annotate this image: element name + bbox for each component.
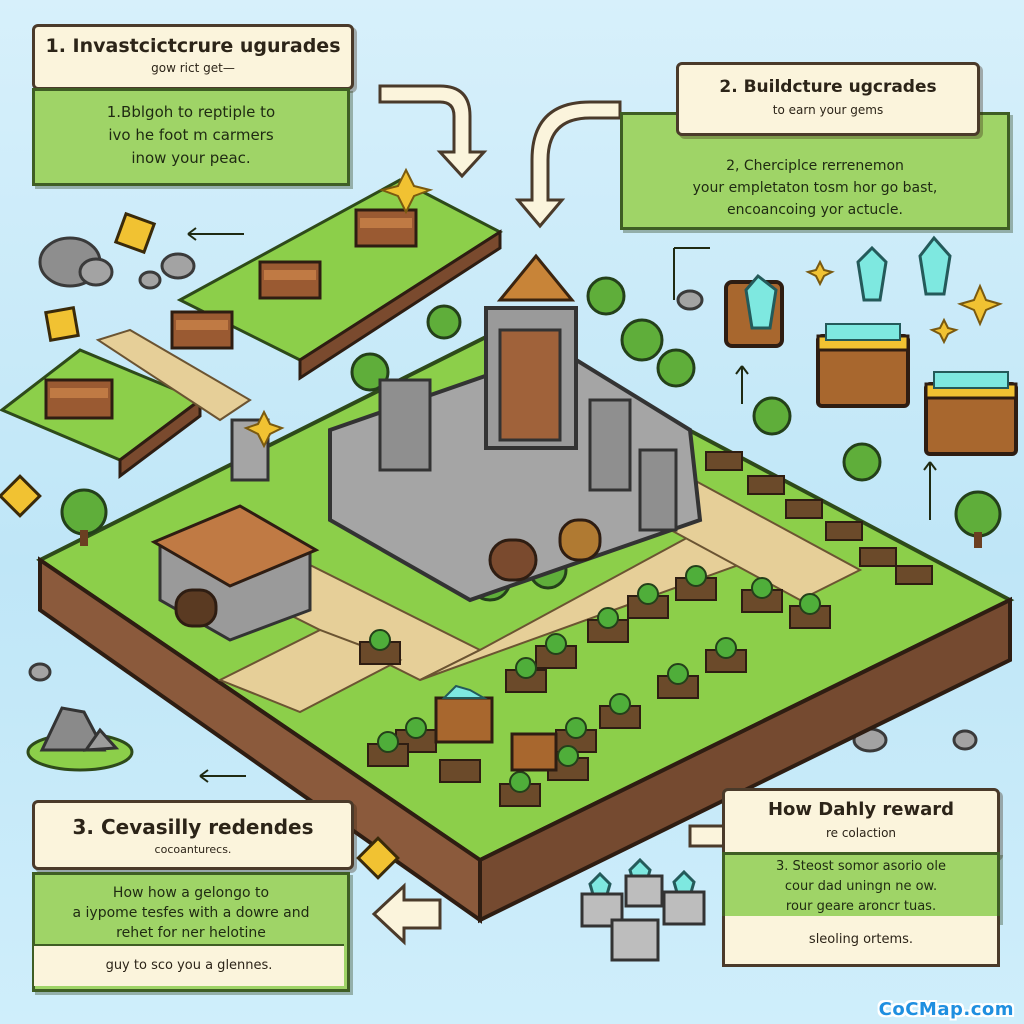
daily-reward-header: How Dahly reward re colaction bbox=[722, 788, 1000, 858]
step2-line: your empletaton tosm hor go bast, bbox=[692, 180, 938, 196]
step1-line: inow your peac. bbox=[131, 149, 251, 167]
step3-title: 3. Cevasilly redendes bbox=[72, 815, 314, 839]
gem-farm-plot bbox=[359, 451, 933, 807]
pointer-line bbox=[187, 227, 937, 783]
daily-reward-line: cour dad uningn ne ow. bbox=[784, 879, 938, 894]
step1-title: 1. Invastcictcrure ugurades bbox=[45, 35, 341, 57]
step2-header: 2. Buildcture ugcrades to earn your gems bbox=[676, 62, 980, 136]
step2-line: 2, Cherciplce rerrenemon bbox=[726, 158, 904, 174]
step3-footer: guy to sco you a glennes. bbox=[34, 944, 344, 986]
daily-reward-title: How Dahly reward bbox=[767, 799, 955, 820]
step3-line: rehet for ner helotine bbox=[116, 925, 266, 941]
gem-icon bbox=[588, 235, 952, 900]
step3-line: How how a gelongo to bbox=[112, 885, 270, 901]
daily-reward-line: 3. Steost somor asorio ole bbox=[776, 859, 946, 874]
step1-line: ivo he foot m carmers bbox=[108, 126, 274, 144]
step3-header: 3. Cevasilly redendes cocoanturecs. bbox=[32, 800, 354, 870]
daily-reward-line: rour geare aroncr tuas. bbox=[785, 899, 937, 914]
step2-line: encoancoing yor actucle. bbox=[727, 202, 903, 218]
site-watermark: CoCMap.com bbox=[878, 999, 1014, 1020]
step3-line: a iypome tesfes with a dowre and bbox=[72, 905, 310, 921]
small-rock-island bbox=[26, 706, 134, 772]
rock-icon bbox=[28, 236, 978, 753]
workshop-building bbox=[150, 504, 320, 642]
step2-subtitle: to earn your gems bbox=[772, 103, 884, 117]
step1-body: 1.Bblgoh to reptiple to ivo he foot m ca… bbox=[32, 88, 350, 186]
gold-coin-icon bbox=[0, 211, 400, 880]
step1-header: 1. Invastcictcrure ugurades gow rict get… bbox=[32, 24, 354, 90]
step1-subtitle: gow rict get— bbox=[151, 61, 235, 75]
step2-title: 2. Buildcture ugcrades bbox=[719, 77, 937, 97]
sparkle-icon bbox=[243, 167, 1003, 449]
daily-reward-body: 3. Steost somor asorio ole cour dad unin… bbox=[722, 852, 1000, 922]
step1-line: 1.Bblgoh to reptiple to bbox=[106, 103, 276, 121]
gem-pedestal bbox=[580, 874, 706, 962]
daily-reward-subtitle: re colaction bbox=[825, 826, 897, 840]
arrow-icon bbox=[371, 84, 740, 946]
storage-building bbox=[44, 208, 418, 420]
step3-subtitle: cocoanturecs. bbox=[154, 843, 232, 856]
daily-reward-footer: sleoling ortems. bbox=[722, 916, 1000, 967]
